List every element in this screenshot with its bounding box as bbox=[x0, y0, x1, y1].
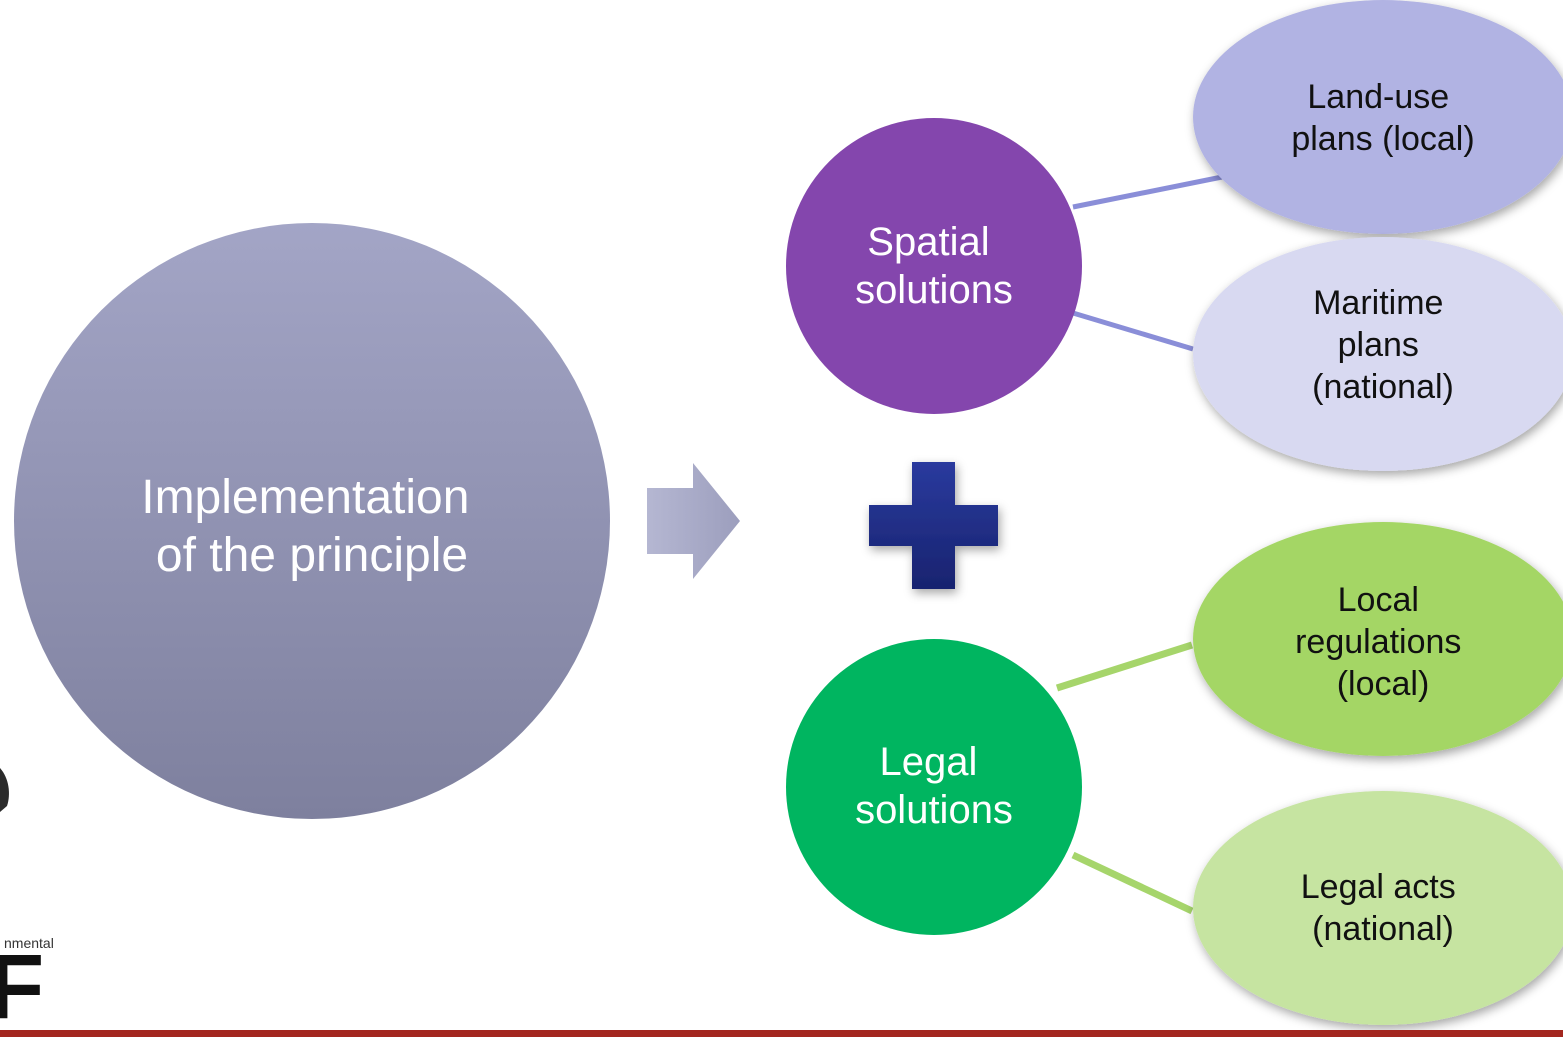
logo-curve-fragment bbox=[0, 768, 9, 812]
legal-label: Legal solutions bbox=[855, 740, 1013, 832]
main-circle bbox=[14, 223, 610, 819]
logo-letter: F bbox=[0, 936, 44, 1037]
leaf-localreg-label: Local regulations (local) bbox=[1295, 581, 1471, 703]
leaf-localreg-ellipse bbox=[1193, 522, 1563, 756]
leaf-maritime-label: Maritime plans (national) bbox=[1312, 284, 1454, 406]
connector-legal-localreg bbox=[1055, 641, 1194, 692]
footer-rule bbox=[0, 1030, 1563, 1037]
leaf-landuse-ellipse bbox=[1193, 0, 1563, 234]
connector-spatial-maritime bbox=[1072, 310, 1194, 352]
leaf-legalacts-label: Legal acts (national) bbox=[1301, 868, 1465, 948]
plus-icon bbox=[869, 462, 998, 589]
legal-circle bbox=[786, 639, 1082, 935]
leaf-maritime-ellipse bbox=[1193, 237, 1563, 471]
leaf-legalacts-ellipse bbox=[1193, 791, 1563, 1025]
arrow-right-icon bbox=[647, 463, 740, 579]
spatial-label: Spatial solutions bbox=[855, 220, 1013, 312]
spatial-circle bbox=[786, 118, 1082, 414]
connector-legal-legalacts bbox=[1071, 851, 1194, 915]
main-label: Implementation of the principle bbox=[141, 471, 483, 582]
connector-spatial-landuse bbox=[1072, 174, 1223, 210]
leaf-landuse-label: Land-use plans (local) bbox=[1291, 78, 1474, 158]
organization-logo: nmental F bbox=[0, 768, 54, 1038]
logo-text-fragment: nmental bbox=[4, 935, 54, 951]
